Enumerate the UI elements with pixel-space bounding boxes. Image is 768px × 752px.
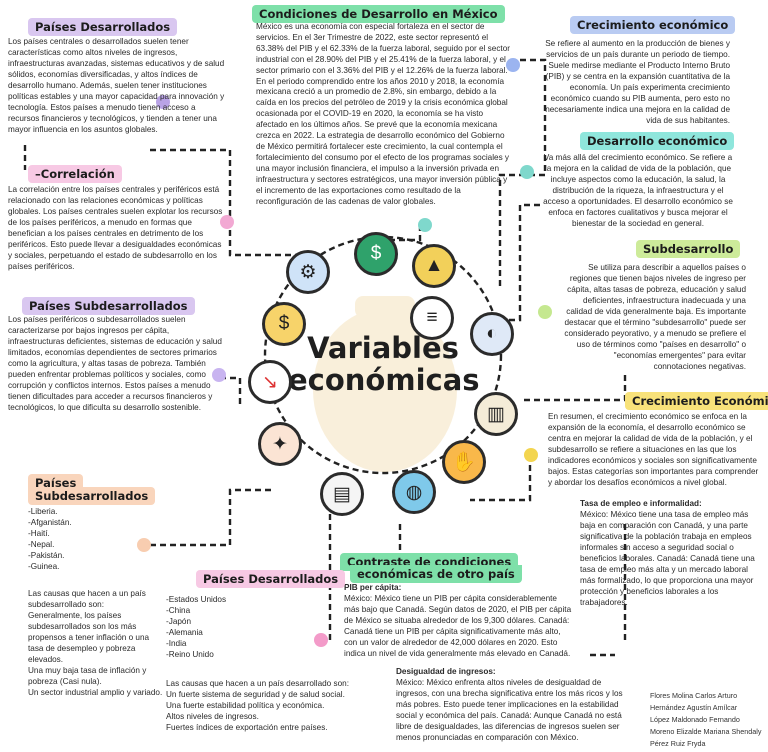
dot-yellow <box>524 448 538 462</box>
falling-chart-icon: ↘ <box>248 360 292 404</box>
dot-pink-2 <box>314 633 328 647</box>
science-icon: ✦ <box>258 422 302 466</box>
subdesarrollo-title: Subdesarrollo <box>636 240 741 258</box>
paises-desarrollados-body: Los países centrales o desarrollados sue… <box>8 37 225 134</box>
crecimiento-economico-2-body: En resumen, el crecimiento económico se … <box>548 412 759 487</box>
condiciones-mexico-body: México es una economía con especial fort… <box>256 22 510 206</box>
money-hand-icon: $ <box>354 232 398 276</box>
pib-heading: PIB per cápita: <box>344 583 402 592</box>
desarrollo-economico-body: Va más allá del crecimiento económico. S… <box>543 153 733 228</box>
desigualdad-heading: Desigualdad de ingresos: <box>396 667 496 676</box>
mexico-flag-icon: ≡ <box>410 296 454 340</box>
dot-peach <box>137 538 151 552</box>
paises-subdesarrollados-body: Los países periféricos o subdesarrollado… <box>8 315 222 412</box>
world-globe-icon: ◍ <box>392 470 436 514</box>
mexico-map-icon: ▲ <box>412 244 456 288</box>
report-icon: ▤ <box>320 472 364 516</box>
dot-purple <box>156 95 170 109</box>
coins-icon: $ <box>262 302 306 346</box>
lista-subdesarrollados-items: -Liberia. -Afganistán. -Haití. -Nepal. -… <box>28 507 72 571</box>
correlacion-body: La correlación entre los países centrale… <box>8 185 223 271</box>
growth-chart-icon: ▥ <box>474 392 518 436</box>
crecimiento-economico-title: Crecimiento económico <box>570 16 736 34</box>
lista-subdesarrollados-title-2: Subdesarrollados <box>28 487 156 505</box>
correlacion-title: –Correlación <box>28 165 122 183</box>
tasa-empleo-heading: Tasa de empleo e informalidad: <box>580 499 702 508</box>
paises-subdesarrollados-title: Países Subdesarrollados <box>22 297 195 315</box>
lista-desarrollados-items: -Estados Unidos -China -Japón -Alemania … <box>166 595 227 659</box>
lista-desarrollados-causas: Las causas que hacen a un país desarroll… <box>166 679 349 732</box>
center-title: Variables económicas <box>288 331 480 397</box>
contraste-title-2: económicas de otro país <box>350 565 522 583</box>
gears-icon: ⚙ <box>286 250 330 294</box>
lista-subdesarrollados-causas: Las causas que hacen a un país subdesarr… <box>28 589 163 697</box>
handshake-icon: ✋ <box>442 440 486 484</box>
dot-purple-2 <box>212 368 226 382</box>
tasa-empleo-body: México: México tiene una tasa de empleo … <box>580 510 755 607</box>
dot-teal-2 <box>418 218 432 232</box>
authors-list: Flores Molina Carlos Arturo Hernández Ag… <box>650 691 762 748</box>
money-bag-watermark <box>313 296 457 472</box>
desarrollo-economico-title: Desarrollo económico <box>580 132 735 150</box>
desigualdad-body: México: México enfrenta altos niveles de… <box>396 678 623 742</box>
subdesarrollo-body: Se utiliza para describir a aquellos paí… <box>564 263 746 371</box>
crecimiento-economico-body: Se refiere al aumento en la producción d… <box>545 39 730 125</box>
dot-teal <box>520 165 534 179</box>
piggy-bank-icon: ◐ <box>470 312 514 356</box>
pib-body: México: México tiene un PIB per cápita c… <box>344 594 572 658</box>
condiciones-mexico-title: Condiciones de Desarrollo en México <box>252 5 505 23</box>
lista-desarrollados-title: Países Desarrollados <box>196 570 346 588</box>
crecimiento-economico-2-title: Crecimiento Económico <box>625 392 768 410</box>
dot-pink <box>220 215 234 229</box>
paises-desarrollados-title: Países Desarrollados <box>28 18 178 36</box>
dot-lime <box>538 305 552 319</box>
dot-blue <box>506 58 520 72</box>
